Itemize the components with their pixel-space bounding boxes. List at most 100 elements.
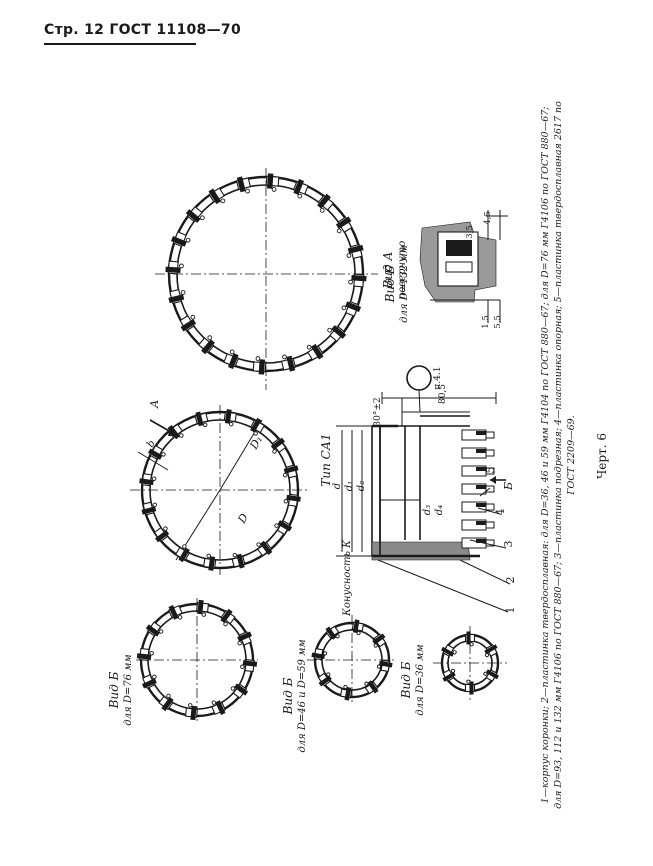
dim-30: 30°±2 xyxy=(373,397,383,426)
page-number: Стр. 12 xyxy=(44,22,105,38)
number-4: 4 xyxy=(494,509,507,516)
view-b-46-59-subtitle: для D=46 и D=59 мм xyxy=(297,639,308,752)
svg-text:D₁: D₁ xyxy=(247,434,265,453)
dim-d3: d₃ xyxy=(422,505,433,515)
ring-ca1-teeth xyxy=(139,409,301,571)
view-b-76-title: Вид Б xyxy=(107,671,121,709)
view-a-dim-35: 3,5 xyxy=(465,225,475,239)
section-plate xyxy=(461,537,495,549)
cutter-tooth xyxy=(168,288,186,305)
cutter-tooth xyxy=(351,619,365,636)
svg-text:30°±2: 30°±2 xyxy=(373,397,383,426)
cutter-tooth xyxy=(283,493,301,507)
cutter-tooth xyxy=(141,501,158,516)
arrow-a-head xyxy=(168,428,178,436)
cutter-tooth xyxy=(223,409,237,427)
cutter-tooth xyxy=(136,647,154,661)
cutter-tooth xyxy=(185,205,205,223)
dim-80-5: 80,5 xyxy=(438,384,448,404)
view-a-dim-45: 4,5 xyxy=(483,211,493,225)
ring-59-teeth xyxy=(311,619,393,701)
section-view xyxy=(336,365,511,613)
dim-d-label: D xyxy=(235,511,251,526)
number-2: 2 xyxy=(504,577,517,584)
cutter-tooth xyxy=(197,335,215,355)
ring-view-b-d132 xyxy=(155,168,378,390)
cutter-tooth xyxy=(464,679,476,695)
cutter-tooth xyxy=(270,437,287,454)
view-b-132-title: Вид Б xyxy=(383,265,397,303)
dim-d1: d₁ xyxy=(344,481,355,491)
caption-line-3: ГОСТ 2209—69. xyxy=(566,415,577,496)
cutter-tooth xyxy=(311,647,328,661)
cutter-tooth xyxy=(184,703,198,721)
cutter-tooth xyxy=(464,631,476,647)
caption-line-2: для D=93, 112 и 132 мм Г4106 по ГОСТ 880… xyxy=(553,101,564,809)
view-b-76-subtitle: для D=76 мм xyxy=(123,654,134,725)
cutter-tooth xyxy=(223,349,240,370)
section-plate xyxy=(461,483,495,495)
section-plate xyxy=(461,519,495,531)
view-b-36-title: Вид Б xyxy=(399,661,413,699)
cutter-tooth xyxy=(252,356,267,375)
dim-d1-label: D₁ xyxy=(247,434,265,453)
number-3: 3 xyxy=(502,541,515,548)
cutter-tooth xyxy=(147,444,166,460)
svg-text:b: b xyxy=(145,438,158,449)
page-header: Стр. 12 ГОСТ 11108—70 xyxy=(44,22,241,38)
svg-text:d₃: d₃ xyxy=(422,505,433,515)
cutter-tooth xyxy=(231,552,246,569)
svg-text:D: D xyxy=(235,511,251,526)
cutter-tooth xyxy=(237,631,253,646)
cutter-tooth xyxy=(483,669,500,682)
svg-text:Конусность К: Конусность К xyxy=(342,540,353,617)
cutter-tooth xyxy=(141,674,157,689)
figure-label: Черт. 6 xyxy=(595,433,609,479)
cutter-tooth xyxy=(153,526,170,543)
cutter-tooth xyxy=(220,608,236,627)
svg-text:Б: Б xyxy=(502,482,515,491)
cutter-tooth xyxy=(317,193,335,213)
cutter-tooth xyxy=(196,599,210,617)
ring-type-ca1 xyxy=(130,405,310,575)
svg-text:4,5: 4,5 xyxy=(483,211,493,225)
cutter-tooth xyxy=(139,473,157,487)
svg-text:d₂: d₂ xyxy=(356,481,367,491)
arrow-b-label: Б xyxy=(502,482,515,491)
cutter-tooth xyxy=(376,659,393,673)
view-a-dim-15: 1,5 xyxy=(481,315,491,329)
number-1: 1 xyxy=(504,607,517,614)
arrow-a-label: А xyxy=(148,400,161,409)
cutter-tooth xyxy=(442,668,456,682)
view-a-label: Вид А повернуто xyxy=(381,241,408,300)
cutter-tooth xyxy=(168,604,183,620)
cutter-tooth xyxy=(346,243,364,260)
view-a-dim-55: 5,5 xyxy=(493,315,503,329)
cutter-tooth xyxy=(306,343,324,361)
cutter-tooth xyxy=(145,621,164,637)
svg-text:5: 5 xyxy=(484,467,497,474)
cutter-tooth xyxy=(282,464,299,479)
cutter-tooth xyxy=(174,544,190,563)
cutter-tooth xyxy=(327,325,347,343)
svg-text:80,5: 80,5 xyxy=(438,384,448,404)
dim-d4: d₄ xyxy=(434,505,445,515)
cutter-tooth xyxy=(256,540,273,557)
cutter-tooth xyxy=(208,187,226,205)
standard-number: ГОСТ 11108—70 xyxy=(109,22,241,38)
cutter-tooth xyxy=(348,273,367,288)
cutter-tooth xyxy=(325,625,340,640)
view-a-subtitle: повернуто xyxy=(397,241,408,300)
view-b-36-label: Вид Б для D=36 мм xyxy=(399,644,426,715)
caption-block: 1—корпус коронки; 2—пластинка твердоспла… xyxy=(540,101,577,809)
cutter-tooth xyxy=(440,644,457,657)
section-plate xyxy=(461,447,495,459)
cutter-tooth xyxy=(265,173,280,192)
cutter-tooth xyxy=(165,260,184,275)
cutter-tooth xyxy=(292,178,309,199)
ring-76-teeth xyxy=(136,599,258,721)
cutter-tooth xyxy=(250,417,266,436)
header-rule xyxy=(44,43,196,45)
cone-label: Конусность К xyxy=(342,540,353,617)
